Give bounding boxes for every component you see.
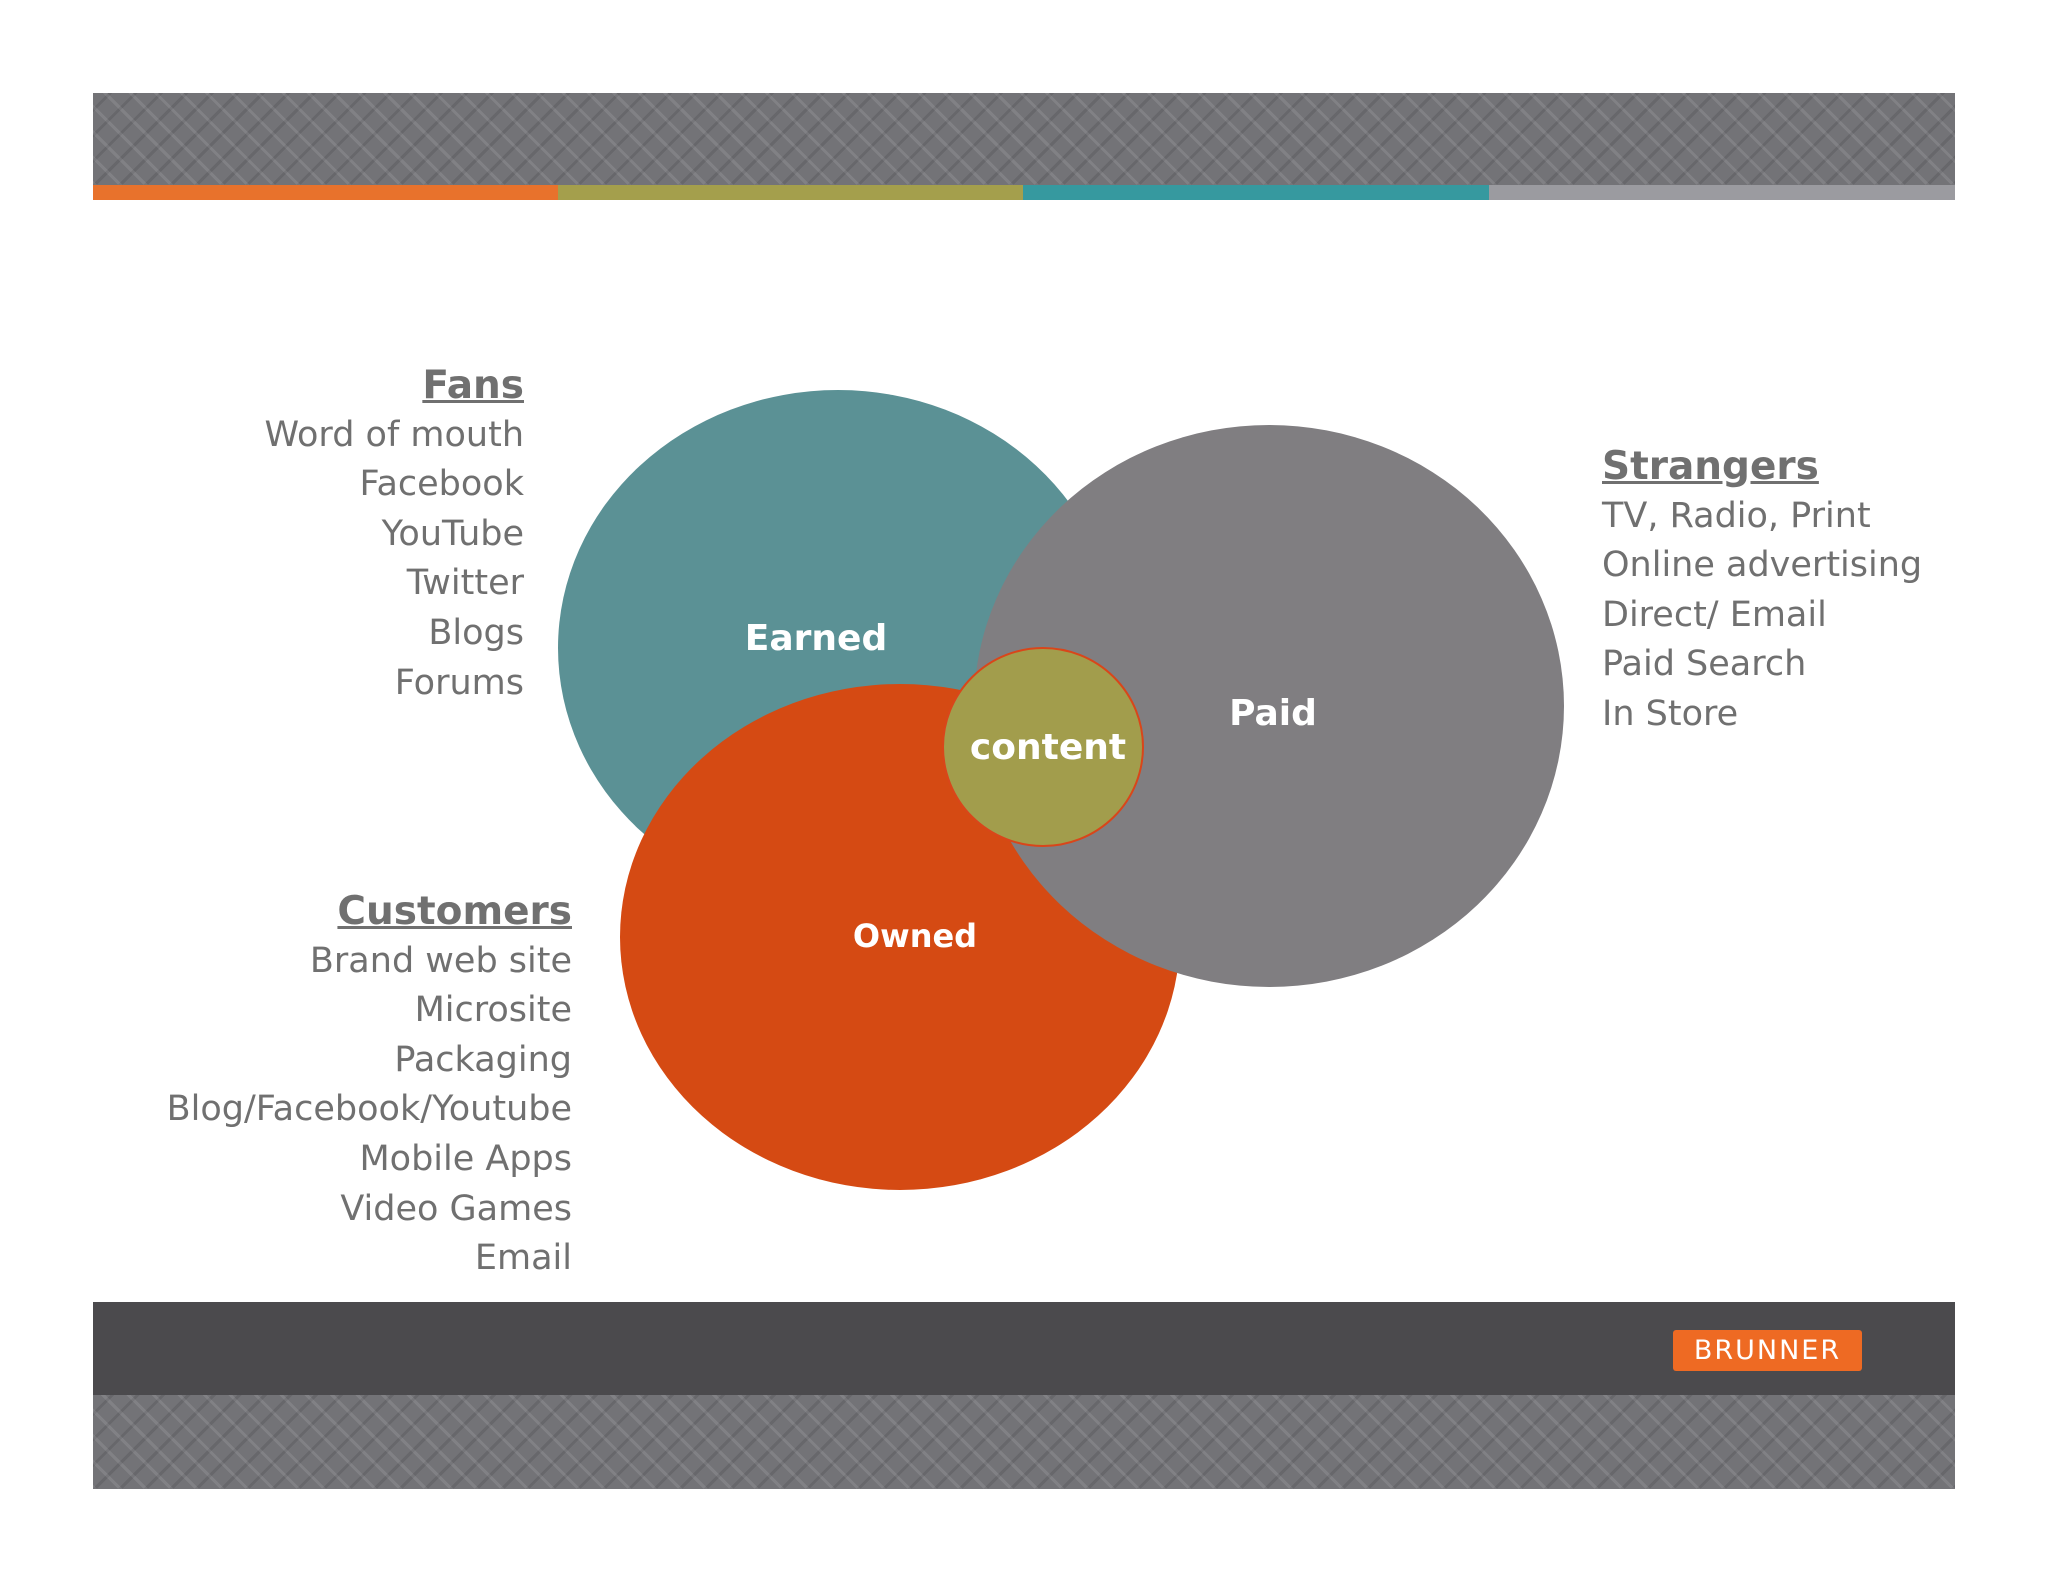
content-label: content [970,727,1126,768]
fans-item: YouTube [381,513,524,554]
stripe-olive [558,185,1023,200]
strangers-item: Paid Search [1602,644,1807,685]
strangers-item: In Store [1602,693,1739,734]
fans-group: Fans Word of mouth Facebook YouTube Twit… [180,361,524,708]
fans-item: Facebook [359,464,524,505]
fans-item: Word of mouth [264,414,524,455]
stripe-teal [1023,185,1489,200]
header-pattern-band [93,93,1955,185]
customers-item: Email [474,1238,572,1279]
footer-pattern-band [93,1395,1955,1489]
fans-item: Forums [394,662,524,703]
brand-logo: BRUNNER [1673,1330,1862,1371]
strangers-item: TV, Radio, Print [1602,495,1871,536]
customers-item: Packaging [394,1039,572,1080]
earned-label: Earned [745,618,887,659]
fans-heading: Fans [422,363,524,408]
stripe-gray [1489,185,1955,200]
strangers-heading: Strangers [1602,444,1819,489]
customers-list: Brand web site Microsite Packaging Blog/… [130,937,572,1284]
customers-item: Brand web site [309,940,572,981]
customers-item: Microsite [414,990,572,1031]
customers-item: Video Games [340,1188,572,1229]
paid-circle [974,425,1564,987]
stripe-orange [93,185,558,200]
customers-heading: Customers [337,889,572,934]
strangers-list: TV, Radio, Print Online advertising Dire… [1602,492,2002,740]
owned-label: Owned [853,917,977,955]
footer-dark-band [93,1302,1955,1395]
fans-item: Blogs [428,612,524,653]
strangers-item: Direct/ Email [1602,594,1827,635]
fans-list: Word of mouth Facebook YouTube Twitter B… [180,411,524,709]
customers-item: Blog/Facebook/Youtube [166,1089,572,1130]
fans-item: Twitter [406,563,524,604]
strangers-item: Online advertising [1602,545,1923,586]
paid-label: Paid [1229,693,1317,734]
customers-item: Mobile Apps [359,1138,572,1179]
customers-group: Customers Brand web site Microsite Packa… [130,887,572,1284]
strangers-group: Strangers TV, Radio, Print Online advert… [1602,442,2002,740]
content-circle [942,647,1144,847]
